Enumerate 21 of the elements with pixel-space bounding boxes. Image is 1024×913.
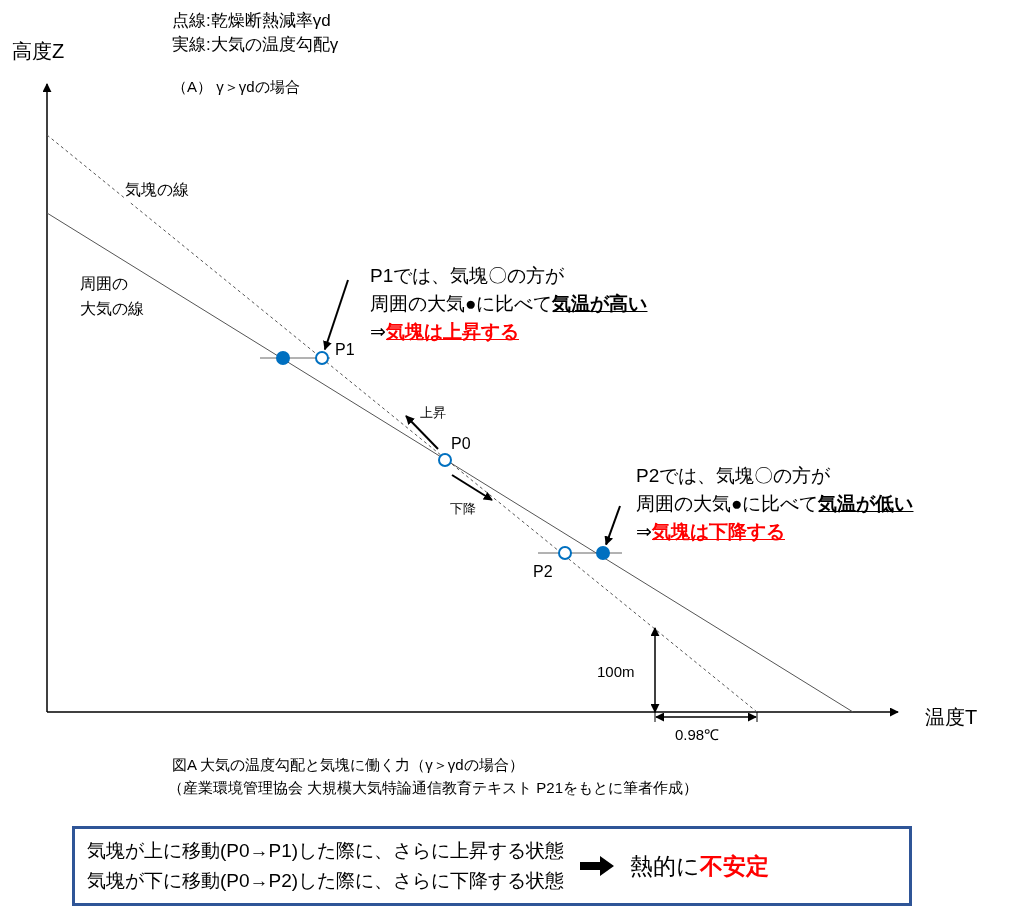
conclusion-text: 熱的に不安定 bbox=[630, 851, 770, 881]
point-label: P0 bbox=[451, 434, 471, 454]
summary-box bbox=[72, 826, 912, 906]
figure-caption: 図A 大気の温度勾配と気塊に働く力（γ＞γdの場合） bbox=[172, 755, 524, 775]
callout-text: 周囲の大気●に比べて気温が高い bbox=[370, 292, 648, 316]
summary-text: 気塊が上に移動(P0→P1)した際に、さらに上昇する状態 bbox=[87, 839, 565, 863]
leader-arrow bbox=[604, 505, 621, 546]
summary-text: 気塊が下に移動(P0→P2)した際に、さらに下降する状態 bbox=[87, 869, 565, 893]
atmosphere-point bbox=[596, 546, 610, 560]
air-parcel-point bbox=[315, 351, 329, 365]
point-label: P2 bbox=[533, 562, 553, 582]
leader-arrow bbox=[323, 279, 349, 351]
callout-text: ⇒気塊は上昇する bbox=[370, 320, 520, 344]
atmosphere-point bbox=[276, 351, 290, 365]
air-parcel-point bbox=[438, 453, 452, 467]
point-label: P1 bbox=[335, 340, 355, 360]
callout-text: P1では、気塊〇の方が bbox=[370, 264, 566, 288]
callout-text: ⇒気塊は下降する bbox=[636, 520, 786, 544]
air-parcel-point bbox=[558, 546, 572, 560]
callout-text: 周囲の大気●に比べて気温が低い bbox=[636, 492, 914, 516]
callout-text: P2では、気塊〇の方が bbox=[636, 464, 832, 488]
